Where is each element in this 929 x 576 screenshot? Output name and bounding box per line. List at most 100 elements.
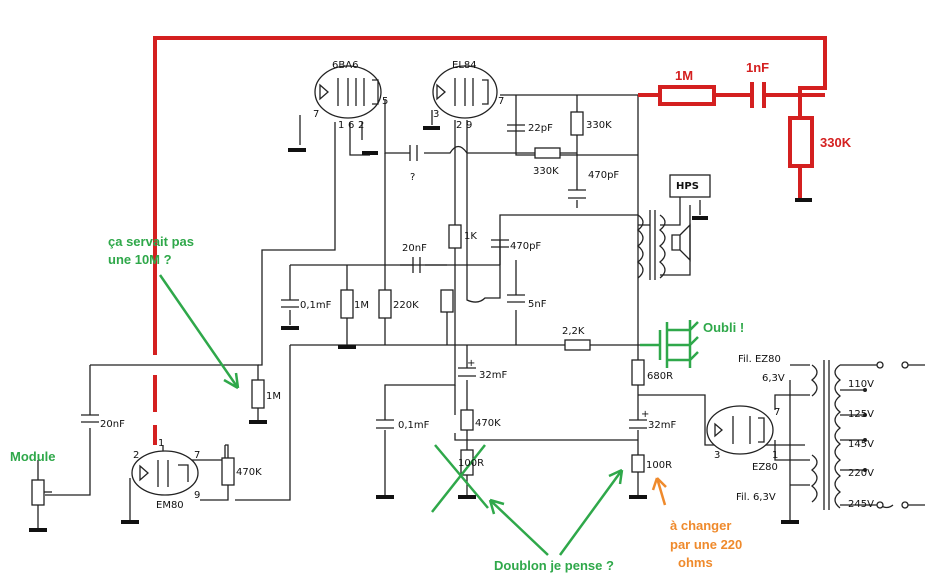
hps-box (669, 174, 711, 198)
pin-label: 1 (158, 438, 164, 449)
label-145v: 145V (848, 439, 874, 450)
module-pot (31, 479, 45, 506)
label-63v-b: Fil. 6,3V (736, 492, 776, 503)
label-1m-a: 1M (354, 300, 369, 311)
capacitor-470pf-a (568, 189, 586, 199)
capacitor-01mf-b (376, 419, 394, 429)
label-330k-b: 330K (533, 166, 559, 177)
label-20nf-left: 20nF (100, 419, 125, 430)
resistor-680r (631, 359, 645, 386)
capacitor-20nf-mid (412, 257, 421, 273)
label-1m-b: 1M (266, 391, 281, 402)
output-transformer (636, 210, 666, 280)
capacitor-01mf-a (281, 299, 299, 308)
resistor-330k-b (534, 147, 561, 159)
pin-label: 5 (382, 96, 388, 107)
label-ez80: EZ80 (752, 462, 778, 473)
pin-label: 7 (498, 96, 504, 107)
cross-doublon (431, 444, 489, 513)
pin-label: 6 (348, 120, 354, 131)
label-100r-b: 100R (646, 460, 672, 471)
label-em80: EM80 (156, 500, 184, 511)
arrow-doublon-a (488, 498, 549, 556)
potentiometer (440, 289, 454, 313)
note-module: Module (10, 449, 56, 464)
label-245v: 245V (848, 499, 874, 510)
note-changer-1: à changer (670, 518, 731, 533)
label-125v: 125V (848, 409, 874, 420)
capacitor-5nf (507, 294, 525, 303)
oubli-capacitor (640, 320, 699, 368)
tube-ez80 (706, 405, 774, 455)
note-10m-line1: ça servait pas (108, 234, 194, 249)
resistor-330k-red (788, 116, 814, 168)
tube-6ba6 (314, 65, 382, 119)
label-fil-ez80: Fil. EZ80 (738, 354, 781, 365)
label-32mf-a: 32mF (479, 370, 507, 381)
resistor-220k (378, 289, 392, 319)
label-680r: 680R (647, 371, 673, 382)
resistor-470k-b (221, 457, 235, 486)
label-470pf-a: 470pF (588, 170, 619, 181)
switch-contact (901, 361, 909, 369)
pin-label: 3 (433, 109, 439, 120)
note-changer-2: par une 220 (670, 537, 742, 552)
resistor-1k (448, 224, 462, 249)
resistor-100r-a (460, 449, 474, 476)
pin-label: 2 (133, 450, 139, 461)
pin-label: 2 (358, 120, 364, 131)
label-5nf: 5nF (528, 299, 547, 310)
green-notes (158, 274, 699, 556)
label-110v: 110V (848, 379, 874, 390)
switch-contact (876, 361, 884, 369)
label-2-2k: 2,2K (562, 326, 585, 337)
label-63v-a: 6,3V (762, 373, 785, 384)
note-changer-3: ohms (678, 555, 713, 570)
arrow-changer (651, 477, 667, 506)
label-20nf-mid: 20nF (402, 243, 427, 254)
label-el84: EL84 (452, 60, 477, 71)
label-100r-a: 100R (458, 458, 484, 469)
label-470k-a: 470K (475, 418, 501, 429)
label-plus: + (467, 358, 475, 369)
resistor-1m-b (251, 379, 265, 409)
pin-label: 1 (338, 120, 344, 131)
resistor-100r-b (631, 454, 645, 473)
pin-label: 7 (774, 407, 780, 418)
labels: 6BA6 EL84 EZ80 EM80 7 1 6 2 5 3 2 9 7 2 … (10, 60, 874, 573)
label-hps: HPS (676, 181, 699, 192)
label-22pf: 22pF (528, 123, 553, 134)
arrow-doublon-b (558, 468, 624, 556)
mains-transformer (810, 360, 842, 510)
label-220k: 220K (393, 300, 419, 311)
note-oubli: Oubli ! (703, 320, 744, 335)
tube-em80 (131, 450, 199, 496)
passives (31, 111, 909, 510)
resistor-1m-red (658, 85, 716, 106)
capacitor-coupling (409, 145, 418, 161)
label-1k: 1K (464, 231, 477, 242)
label-question: ? (410, 172, 415, 183)
capacitor-470pf-b (491, 239, 509, 248)
pin-label: 2 (456, 120, 462, 131)
label-1nf-red: 1nF (746, 60, 769, 75)
label-32mf-b: 32mF (648, 420, 676, 431)
wiring (37, 94, 925, 528)
resistor-330k-a (570, 111, 584, 136)
pin-label: 3 (714, 450, 720, 461)
label-330k-red: 330K (820, 135, 852, 150)
note-doublon: Doublon je pense ? (494, 558, 614, 573)
label-330k-a: 330K (586, 120, 612, 131)
capacitor-22pf (507, 124, 525, 132)
tube-el84 (432, 65, 498, 119)
capacitor-32mf-b (629, 419, 647, 429)
label-220v: 220V (848, 468, 874, 479)
resistor-470k-a (460, 409, 474, 431)
capacitor-32mf-a (458, 367, 476, 377)
label-1m-red: 1M (675, 68, 693, 83)
pin-label: 1 (772, 450, 778, 461)
fuse-contact (876, 501, 884, 509)
fuse-contact (901, 501, 909, 509)
